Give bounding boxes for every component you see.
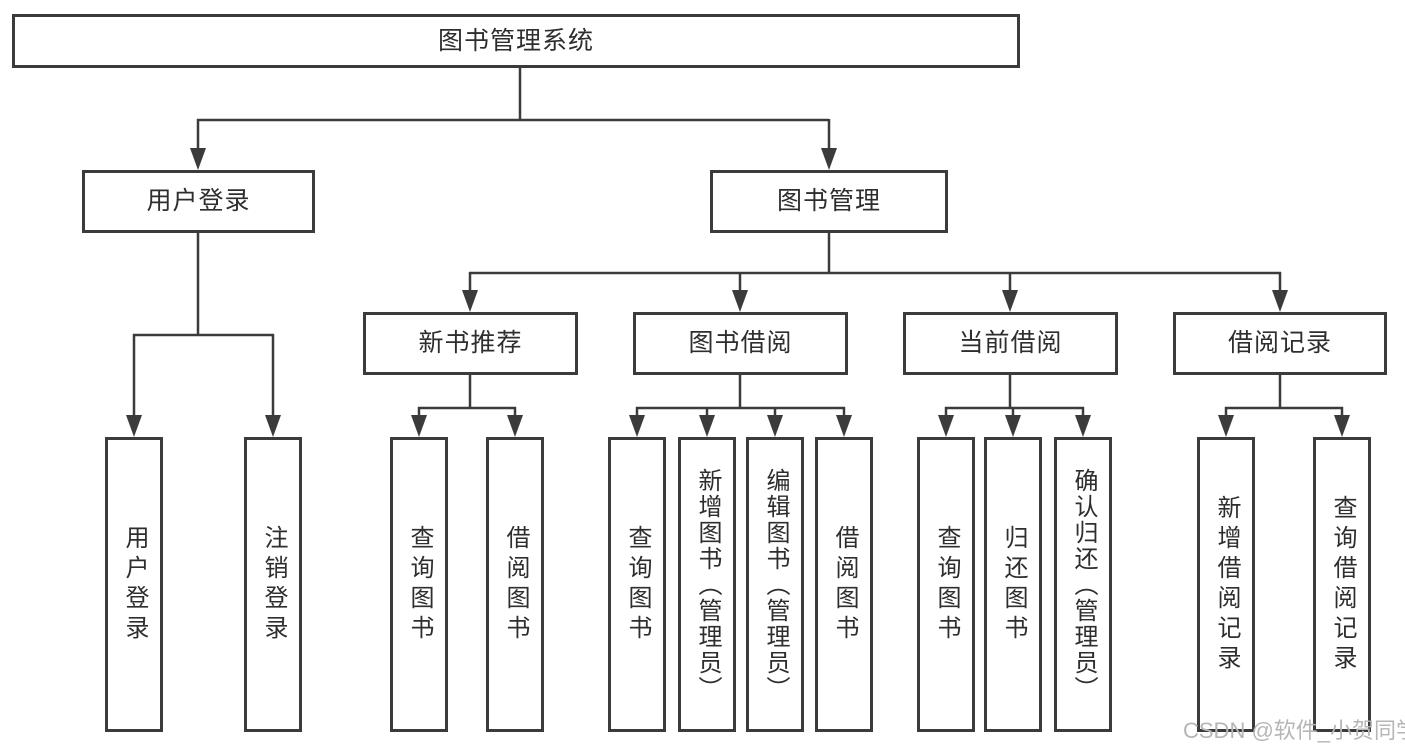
leaf-borrow-books-borrowing: 借阅图书	[815, 437, 873, 732]
watermark: CSDN @软件_小贺同学	[1183, 718, 1405, 743]
leaf-query-books-borrowing: 查询图书	[608, 437, 666, 732]
leaf-query-borrow-record: 查询借阅记录	[1313, 437, 1371, 732]
leaf-confirm-return-admin: 确认归还（管理员）	[1054, 437, 1112, 732]
node-library-management-system: 图书管理系统	[12, 14, 1020, 68]
node-current-borrowing: 当前借阅	[903, 312, 1118, 375]
node-user-login: 用户登录	[82, 170, 315, 233]
leaf-query-books-current: 查询图书	[917, 437, 975, 732]
node-new-book-recommendation: 新书推荐	[363, 312, 578, 375]
leaf-edit-books-admin: 编辑图书（管理员）	[746, 437, 804, 732]
leaf-add-books-admin: 新增图书（管理员）	[678, 437, 736, 732]
leaf-query-books-recommend: 查询图书	[390, 437, 448, 732]
arrowheads	[126, 148, 1350, 437]
leaf-user-login: 用户登录	[105, 437, 163, 732]
leaf-add-borrow-record: 新增借阅记录	[1197, 437, 1255, 732]
node-book-borrowing: 图书借阅	[633, 312, 848, 375]
node-book-management: 图书管理	[710, 170, 948, 233]
leaf-borrow-books-recommend: 借阅图书	[486, 437, 544, 732]
leaf-return-books: 归还图书	[984, 437, 1042, 732]
node-borrowing-records: 借阅记录	[1173, 312, 1387, 375]
leaf-logout-login: 注销登录	[244, 437, 302, 732]
